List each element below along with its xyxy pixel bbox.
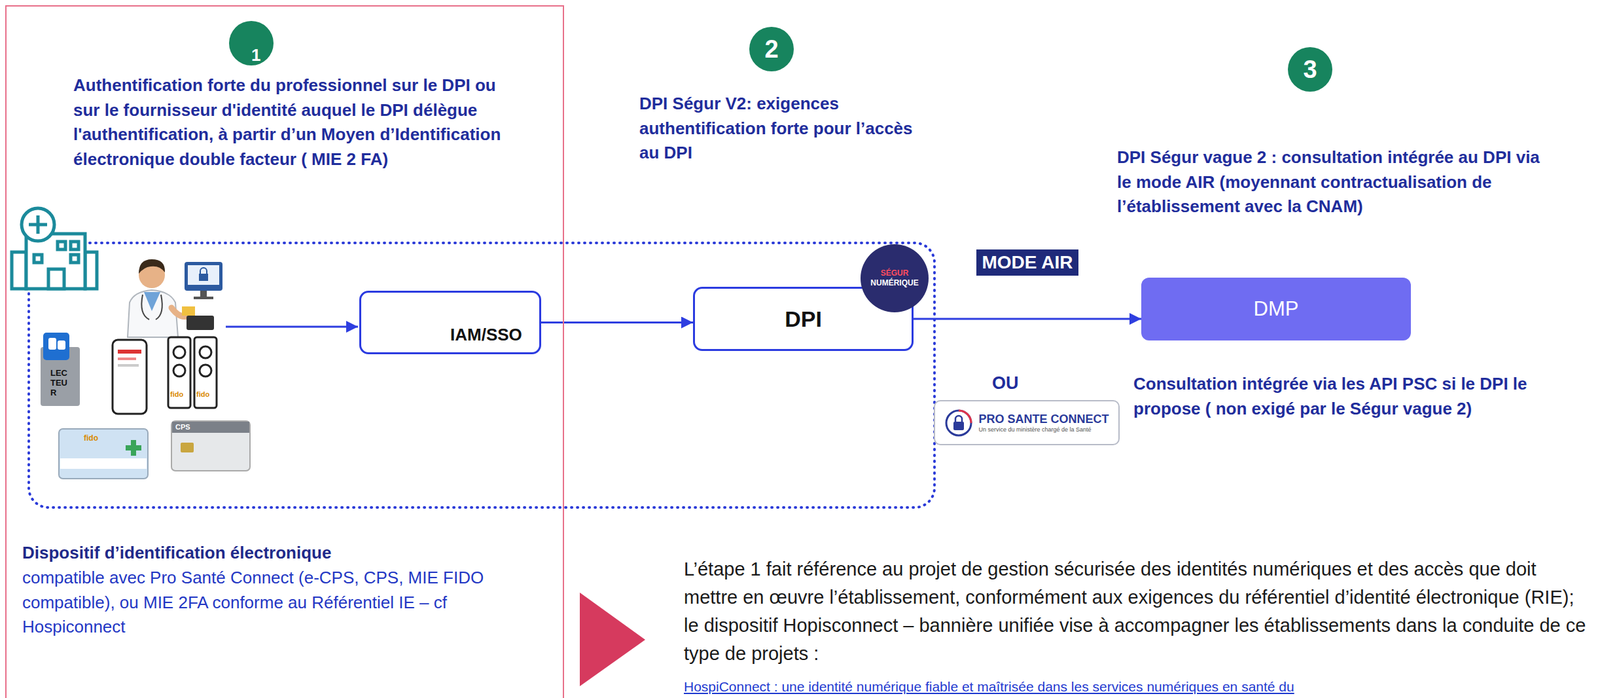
reader-mark — [48, 337, 57, 350]
node-label: DPI — [784, 306, 822, 332]
process-box: IAM/SSO — [359, 290, 542, 355]
logo-box: PRO SANTE CONNECTUn service du ministère… — [933, 399, 1120, 445]
hospital-wing — [11, 251, 27, 289]
hospital-door — [48, 268, 65, 289]
reader-mark — [57, 340, 66, 350]
step-heading: Authentification forte du professionnel … — [73, 73, 525, 173]
hospital-wing — [85, 251, 97, 289]
psc-lock-icon — [944, 408, 974, 438]
phone-screen-bar — [117, 357, 137, 360]
card-cross — [125, 439, 142, 456]
doctor-illustration — [127, 259, 223, 338]
node-label: NUMÉRIQUE — [870, 278, 919, 288]
step-number-text: 3 — [1302, 55, 1317, 84]
cps-card — [171, 420, 250, 471]
explanation-text: L’étape 1 fait référence au projet de ge… — [683, 554, 1594, 668]
key-button — [173, 364, 186, 377]
phone-screen-bar — [117, 349, 142, 354]
step-number: 1 — [229, 20, 274, 66]
fido-key — [194, 337, 217, 408]
hospital-cross — [28, 215, 48, 234]
pointer-triangle — [579, 592, 646, 686]
node-content: SÉGURNUMÉRIQUE — [870, 268, 919, 288]
reader-icon — [40, 332, 80, 406]
lock-icon — [198, 273, 209, 281]
phone-icon — [112, 339, 147, 414]
key-button — [199, 364, 212, 377]
icon-ring — [946, 410, 972, 436]
lock-shackle — [200, 267, 207, 274]
card-stripe — [60, 458, 147, 469]
edge-label: MODE AIR — [976, 249, 1080, 276]
step-number: 2 — [749, 26, 794, 72]
card-body — [58, 428, 148, 479]
node-content: 2 — [764, 35, 779, 64]
logo-text: PRO SANTE CONNECTUn service du ministère… — [978, 412, 1109, 433]
step-number-text: 1 — [251, 43, 261, 69]
hospital-cross-circle — [21, 208, 55, 241]
hospital-window — [57, 241, 66, 250]
fido-keys — [168, 337, 217, 408]
link-text: HospiConnect : une identité numérique fi… — [683, 676, 1295, 697]
icon-shackle — [955, 415, 962, 422]
step-heading: DPI Ségur vague 2 : consultation intégré… — [1117, 145, 1543, 220]
node-label: SÉGUR — [870, 268, 919, 279]
hospital-icon — [11, 208, 97, 289]
card — [181, 306, 196, 316]
doctor-coat — [127, 289, 178, 338]
phone-body — [112, 339, 147, 414]
hospital-window — [70, 254, 79, 263]
doctor-shirt — [143, 291, 161, 311]
step-number-text: 2 — [764, 35, 779, 64]
vitale-card — [58, 428, 148, 479]
step-heading: DPI Ségur V2: exigences authentification… — [639, 91, 934, 166]
monitor-base — [193, 296, 214, 300]
monitor-screen — [187, 265, 220, 285]
dotted-region — [28, 242, 935, 508]
hospital-window — [34, 254, 42, 263]
key-button — [173, 346, 186, 358]
note-text: Consultation intégrée via les API PSC si… — [1133, 371, 1553, 421]
monitor-stand — [200, 290, 207, 298]
card-strip — [172, 421, 250, 433]
node-label: DMP — [1253, 297, 1299, 321]
segur-badge: SÉGURNUMÉRIQUE — [860, 244, 929, 313]
stethoscope — [141, 294, 162, 320]
key-button — [199, 346, 212, 358]
phone-screen-bar — [117, 363, 139, 367]
device-description: compatible avec Pro Santé Connect (e-CPS… — [22, 565, 546, 640]
doctor-hair — [138, 259, 165, 274]
or-label: OU — [992, 370, 1019, 396]
fido-logo: fido — [83, 432, 99, 444]
card-reader — [186, 315, 214, 330]
card-label: CPS — [175, 422, 191, 433]
monitor — [184, 261, 223, 291]
reader-badge — [43, 332, 70, 360]
step-panel: 1IAM/SSO Authentification forte du profes… — [5, 5, 565, 698]
fido-key — [168, 337, 191, 408]
hospital-window — [70, 241, 79, 250]
flow-arrow — [225, 325, 358, 328]
logo-subtitle: Un service du ministère chargé de la San… — [978, 426, 1109, 433]
node-content: DPI — [784, 306, 822, 332]
node-content: PRO SANTE CONNECTUn service du ministère… — [944, 408, 1109, 438]
node-content: 3 — [1302, 55, 1317, 84]
fido-logo: fido — [170, 389, 184, 400]
service-box: DMP — [1141, 277, 1411, 341]
device-heading: Dispositif d’identification électronique — [22, 540, 553, 566]
card-chip — [180, 442, 194, 453]
fido-logo: fido — [196, 389, 210, 400]
icon-lock — [953, 421, 964, 430]
node-label: IAM/SSO — [450, 322, 523, 348]
logo-title: PRO SANTE CONNECT — [978, 412, 1109, 427]
node-content: DMP — [1253, 297, 1299, 321]
flow-arrow — [913, 318, 1142, 320]
card-body — [171, 420, 250, 471]
reader-label: LECTEUR — [50, 368, 72, 398]
step-number: 3 — [1287, 47, 1333, 92]
